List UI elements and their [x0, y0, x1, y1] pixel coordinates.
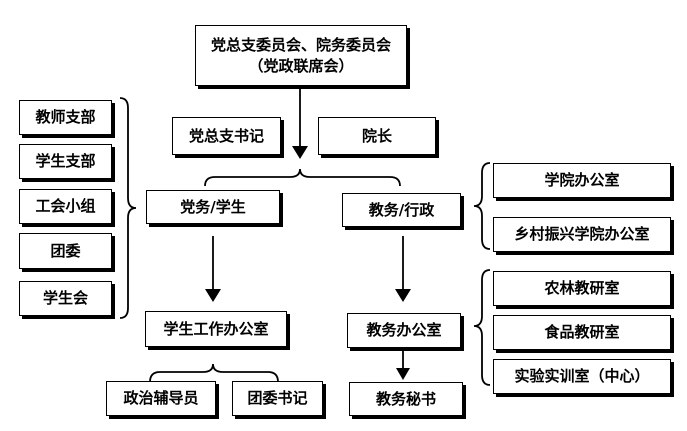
left-org-label: 学生会: [42, 289, 88, 308]
left-org-box: 学生会: [19, 281, 112, 316]
research-room-box: 农林教研室: [493, 271, 671, 306]
party-secretary-box: 党总支书记: [172, 117, 281, 155]
arrowhead-student-office: [205, 289, 221, 302]
academic-office-box: 教务办公室: [347, 313, 461, 348]
party-student-box: 党务/学生: [146, 190, 280, 224]
right-research-brace: [473, 269, 491, 386]
arrowhead-top: [292, 146, 308, 159]
party-student-label: 党务/学生: [180, 197, 246, 216]
right-office-label: 乡村振兴学院办公室: [514, 225, 650, 244]
academic-office-label: 教务办公室: [366, 321, 442, 340]
left-org-box: 学生支部: [19, 144, 112, 179]
student-staff-brace: [149, 363, 279, 383]
political-counselor-label: 政治辅导员: [123, 389, 199, 408]
top-committee-subtitle: （党政联席会）: [248, 56, 354, 75]
dean-label: 院长: [361, 126, 392, 145]
left-org-brace: [119, 97, 137, 319]
left-org-box: 教师支部: [19, 100, 112, 135]
student-affairs-office-label: 学生工作办公室: [163, 319, 269, 338]
right-office-brace: [473, 162, 491, 250]
dean-box: 院长: [318, 117, 436, 155]
left-org-label: 教师支部: [35, 108, 96, 127]
research-room-box: 食品教研室: [493, 315, 671, 350]
left-org-label: 学生支部: [35, 152, 96, 171]
top-committee-box: 党总支委员会、院务委员会 （党政联席会）: [195, 25, 407, 86]
left-org-label: 团委: [50, 241, 81, 260]
academic-secretary-box: 教务秘书: [349, 382, 463, 416]
youth-league-secretary-label: 团委书记: [247, 389, 308, 408]
arrowhead-academic-secretary: [396, 368, 410, 380]
academic-secretary-label: 教务秘书: [375, 389, 436, 408]
left-org-label: 工会小组: [35, 197, 96, 216]
left-org-box: 团委: [19, 233, 112, 269]
research-room-label: 食品教研室: [544, 323, 620, 342]
branch-brace: [204, 168, 401, 187]
left-org-box: 工会小组: [19, 189, 112, 224]
right-office-box: 学院办公室: [493, 163, 671, 198]
research-room-box: 实验实训室（中心）: [493, 359, 671, 394]
research-room-label: 实验实训室（中心）: [514, 367, 650, 386]
top-committee-title: 党总支委员会、院务委员会: [210, 36, 391, 55]
right-office-label: 学院办公室: [544, 171, 620, 190]
political-counselor-box: 政治辅导员: [106, 381, 216, 416]
right-office-box: 乡村振兴学院办公室: [493, 217, 671, 252]
youth-league-secretary-box: 团委书记: [232, 381, 323, 416]
research-room-label: 农林教研室: [544, 279, 620, 298]
arrowhead-academic-office: [395, 289, 411, 302]
academic-admin-label: 教务/行政: [368, 200, 435, 219]
student-affairs-office-box: 学生工作办公室: [145, 311, 287, 347]
party-secretary-label: 党总支书记: [188, 126, 264, 145]
academic-admin-box: 教务/行政: [342, 193, 461, 227]
